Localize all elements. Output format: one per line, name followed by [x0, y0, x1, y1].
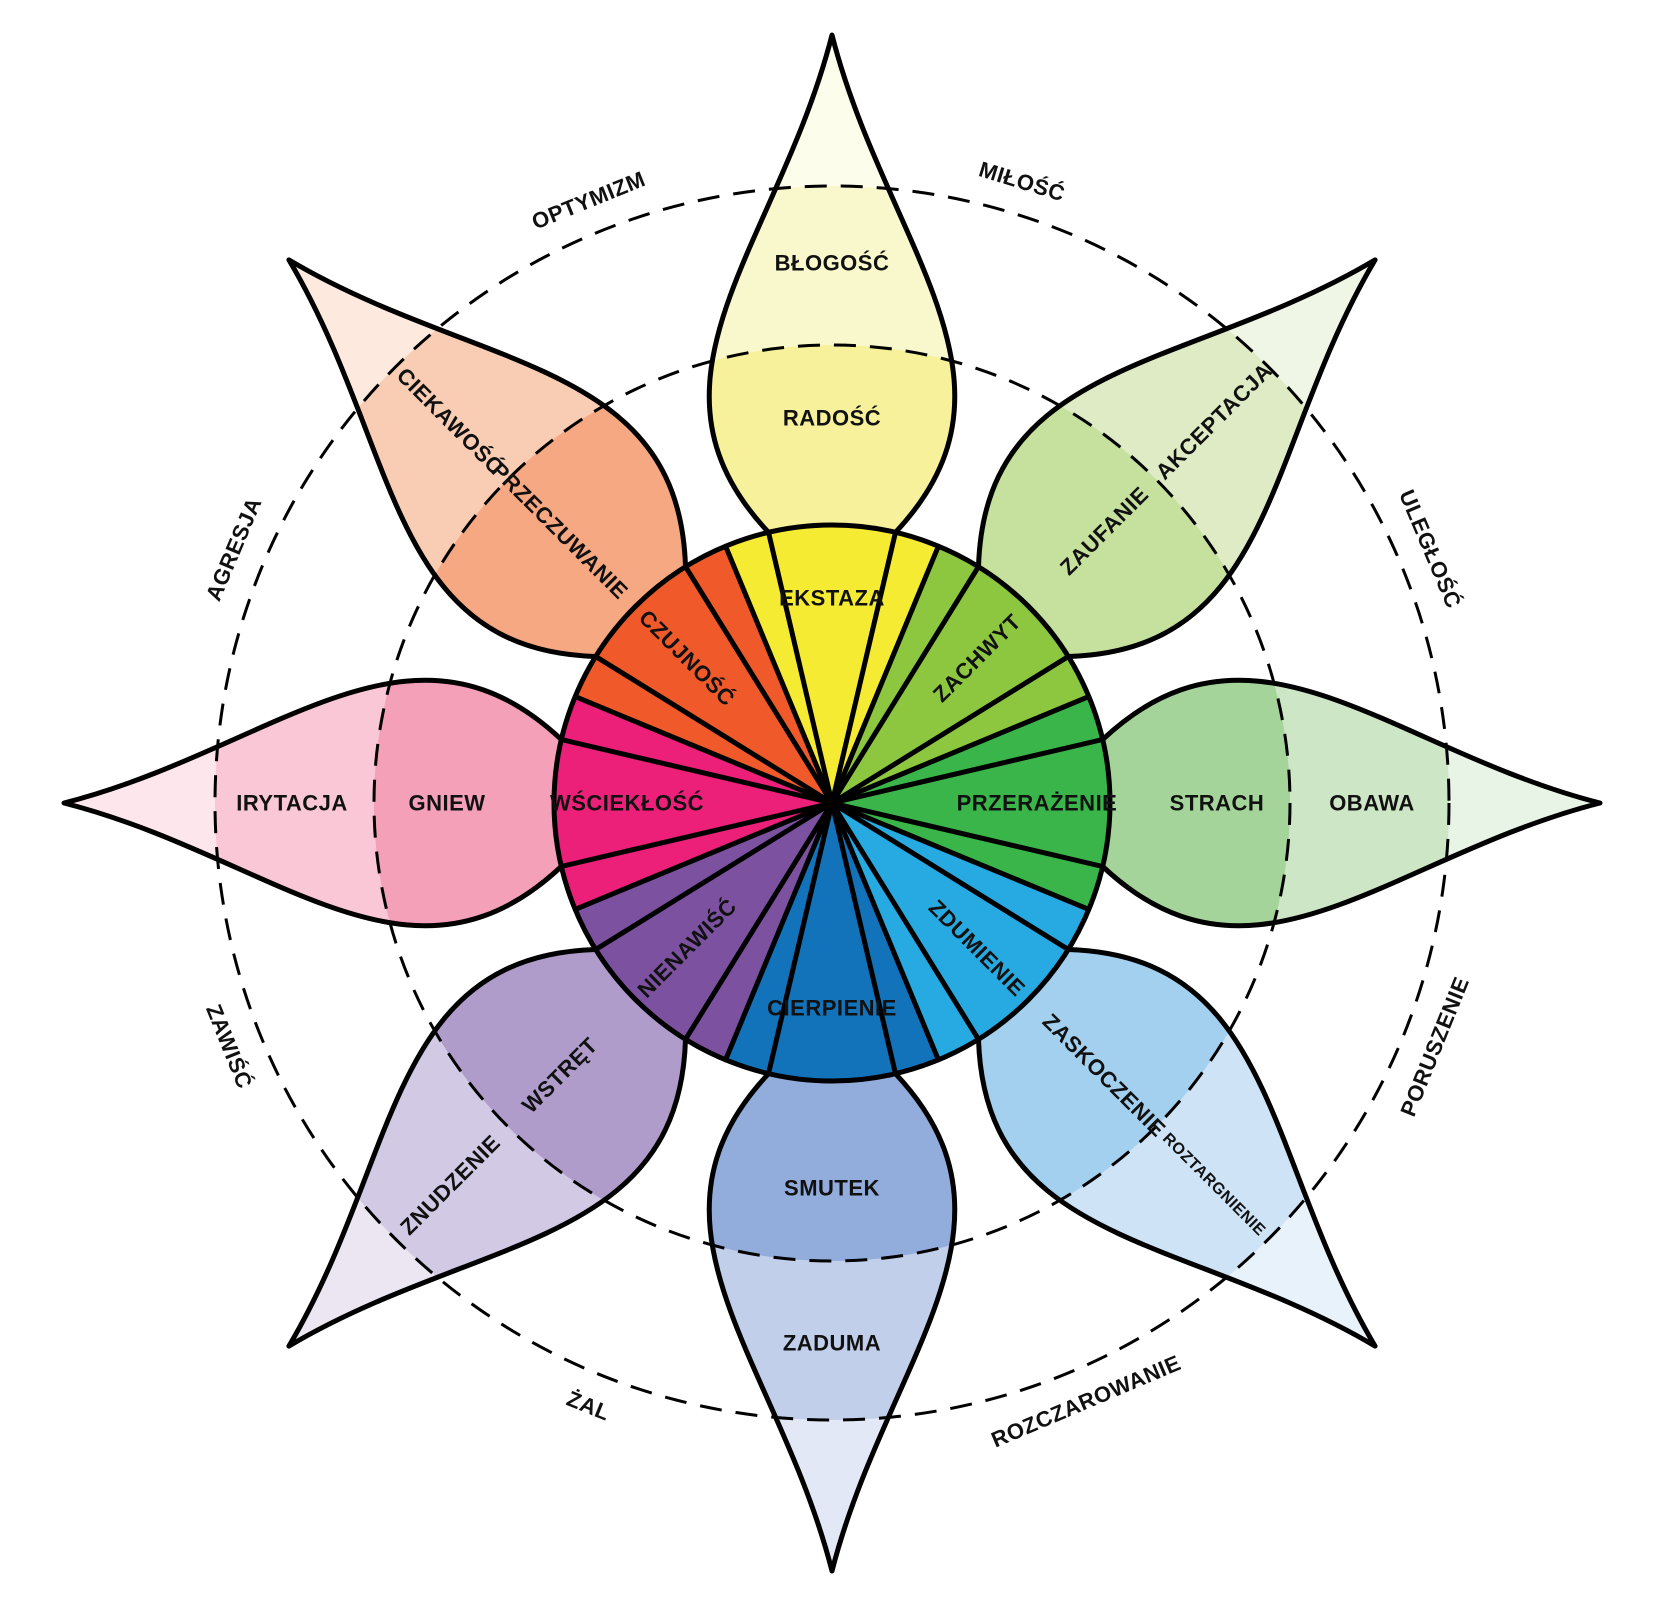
- mid-label-anger: GNIEW: [408, 791, 485, 816]
- inner-dashed-ring: [372, 343, 1292, 1263]
- dyad-label-aggressiveness: AGRESJA: [201, 494, 267, 605]
- mid-label-joy: RADOŚĆ: [783, 406, 881, 431]
- core-sector-sadness: [725, 803, 939, 1081]
- core-label-sadness: CIERPIENIE: [767, 996, 897, 1021]
- core-sector-surprise: [832, 803, 1089, 1060]
- dyad-label-optimism: OPTYMIZM: [528, 166, 649, 234]
- dyad-label-love: MIŁOŚĆ: [976, 156, 1068, 206]
- outer-label-joy: BŁOGOŚĆ: [775, 251, 890, 276]
- core-divider: [723, 800, 835, 1063]
- outer-label-anger: IRYTACJA: [236, 791, 348, 816]
- core-divider: [829, 800, 941, 1063]
- dyad-label-contempt: ZAWIŚĆ: [201, 1001, 257, 1092]
- outer-dashed-ring: [213, 184, 1451, 1422]
- core-circle: [551, 522, 1113, 1084]
- core-sector-anger: [554, 696, 832, 910]
- mid-label-sadness: SMUTEK: [784, 1176, 880, 1201]
- core-sector-fear: [832, 696, 1110, 910]
- outlines: [61, 32, 1603, 1574]
- mid-label-fear: STRACH: [1170, 791, 1265, 816]
- dashed-rings: [213, 184, 1451, 1422]
- core-label-fear: PRZERAŻENIE: [957, 791, 1118, 816]
- dyad-label-remorse: ŻAL: [563, 1386, 613, 1426]
- petal-mid-band: [832, 345, 1290, 803]
- petal-mid-band: [832, 803, 1290, 1261]
- core-divider: [829, 800, 1092, 912]
- core-divider: [829, 694, 1092, 806]
- core-divider: [572, 694, 835, 806]
- dyad-label-awe: PORUSZENIE: [1395, 973, 1474, 1120]
- outer-label-sadness: ZADUMA: [783, 1331, 881, 1356]
- core-sector-disgust: [575, 803, 832, 1060]
- petal-mid-band: [374, 803, 832, 1261]
- core-label-joy: EKSTAZA: [779, 586, 885, 611]
- core-sector-joy: [725, 525, 939, 803]
- petal-mid-band: [374, 345, 832, 803]
- core-sector-trust: [832, 546, 1089, 803]
- core-sector-anticipation: [575, 546, 832, 803]
- dyad-label-submission: ULEGŁOŚĆ: [1394, 486, 1466, 612]
- core-divider: [572, 800, 835, 912]
- core-divider: [829, 543, 941, 806]
- core-label-anger: WŚCIEKŁOŚĆ: [550, 791, 704, 816]
- outer-label-fear: OBAWA: [1329, 791, 1415, 816]
- core-fills: [554, 525, 1110, 1081]
- core-divider: [723, 543, 835, 806]
- dyad-label-disapproval: ROZCZAROWANIE: [988, 1350, 1185, 1452]
